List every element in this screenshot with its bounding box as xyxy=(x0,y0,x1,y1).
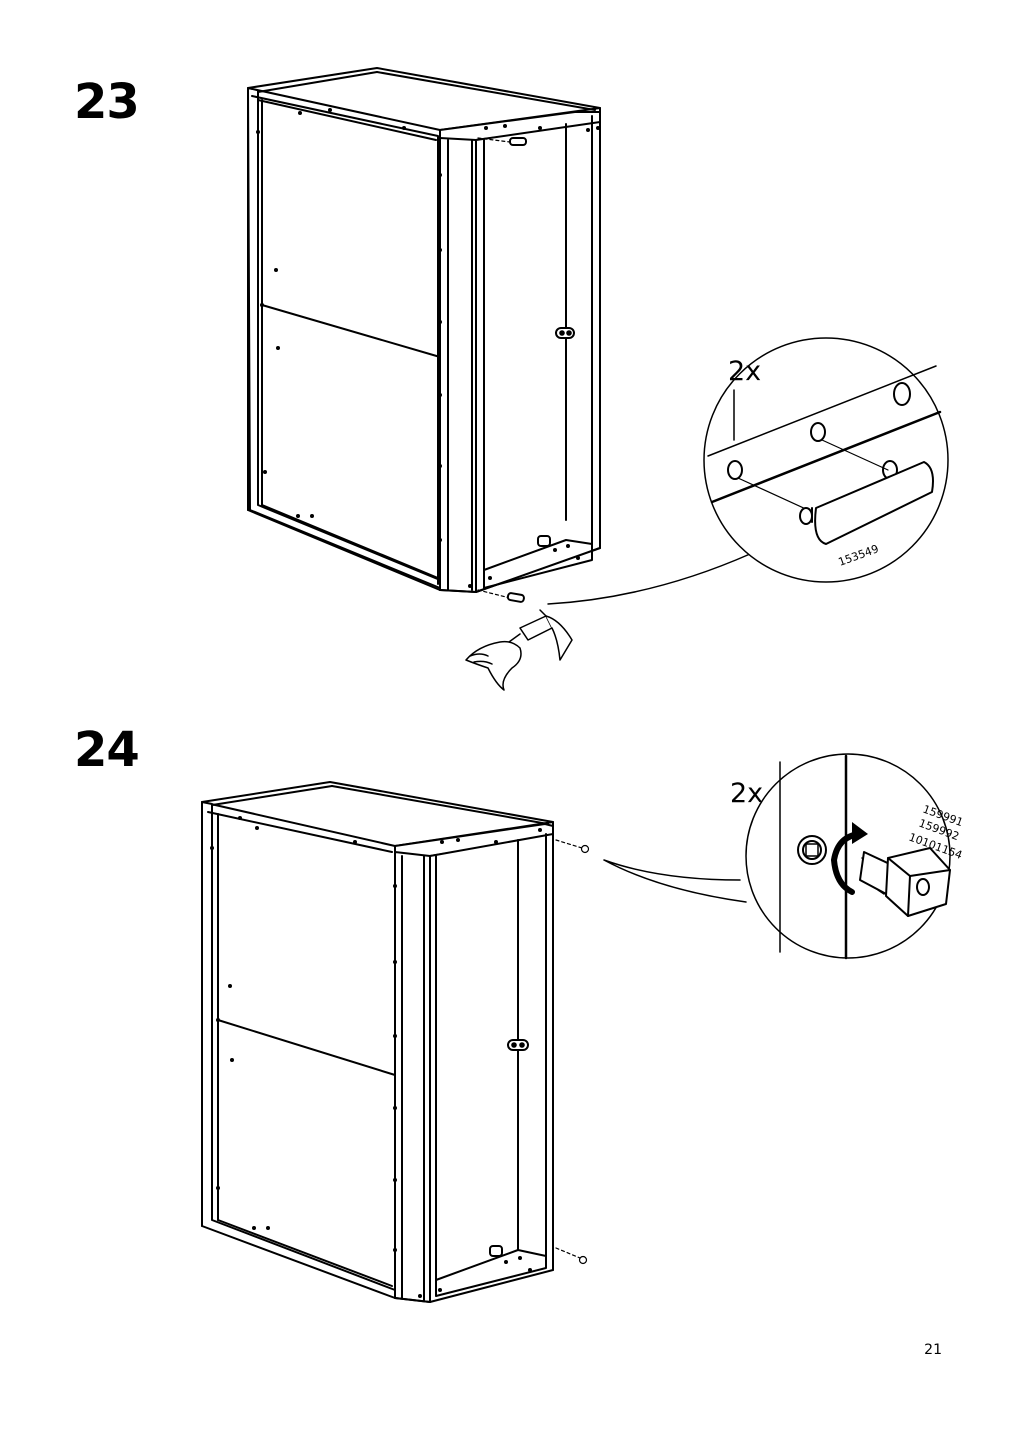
step-24-quantity: 2x xyxy=(730,778,763,809)
rotation-arrow-icon xyxy=(831,822,868,895)
step-23-detail xyxy=(703,337,949,583)
dowel-icon xyxy=(477,589,525,603)
hand-icon xyxy=(465,640,522,691)
callout-leader-24 xyxy=(603,859,747,903)
step-23-quantity: 2x xyxy=(728,356,761,387)
page-number: 21 xyxy=(924,1342,942,1358)
step-24-cabinet xyxy=(201,781,590,1303)
dowel-icon xyxy=(799,461,934,545)
adjustable-foot-icon xyxy=(555,839,590,1265)
adjustable-foot-icon xyxy=(859,847,951,917)
step-23-number: 23 xyxy=(74,74,140,130)
dowel-icon xyxy=(477,137,527,146)
step-24-number: 24 xyxy=(74,722,140,778)
step-23-cabinet xyxy=(247,67,601,603)
step-24-detail xyxy=(745,753,951,960)
callout-leader-23 xyxy=(547,553,751,605)
